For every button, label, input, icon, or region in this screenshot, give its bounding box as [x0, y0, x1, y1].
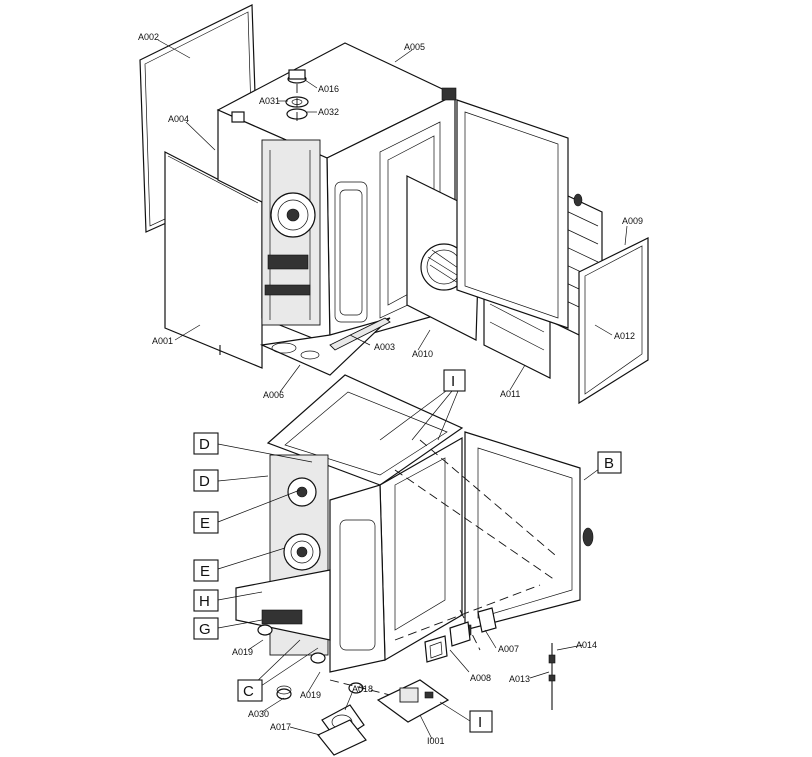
callout-d-1: D [193, 432, 219, 455]
svg-text:G: G [199, 621, 211, 638]
label-a001: A001 [152, 336, 173, 346]
label-a010: A010 [412, 349, 433, 359]
label-a009: A009 [622, 216, 643, 226]
base-tray-a006 [259, 317, 391, 376]
callout-g: G [193, 617, 219, 640]
board-i001 [376, 679, 450, 723]
callout-b: B [597, 451, 622, 474]
label-a019-left: A019 [232, 647, 253, 657]
callout-h: H [193, 589, 219, 612]
label-a016: A016 [318, 84, 339, 94]
label-a002: A002 [138, 32, 159, 42]
top-exploded-view [139, 4, 649, 405]
svg-text:D: D [199, 436, 210, 453]
svg-text:C: C [243, 683, 254, 700]
part-labels: A002 A004 A005 A016 A031 A032 A001 A003 … [138, 32, 643, 746]
svg-text:I: I [451, 373, 455, 390]
svg-text:D: D [199, 473, 210, 490]
label-a005: A005 [404, 42, 425, 52]
label-a008: A008 [470, 673, 491, 683]
label-a007: A007 [498, 644, 519, 654]
label-i001: I001 [427, 736, 445, 746]
callout-i-bottom: I [469, 710, 493, 733]
label-a006: A006 [263, 390, 284, 400]
label-a004: A004 [168, 114, 189, 124]
label-a012: A012 [614, 331, 635, 341]
label-a013: A013 [509, 674, 530, 684]
svg-text:E: E [200, 563, 210, 580]
label-a032: A032 [318, 107, 339, 117]
bottom-assembled-view [235, 374, 594, 756]
label-a011: A011 [500, 389, 520, 399]
callout-i-top: I [443, 369, 466, 392]
label-a018: A018 [352, 684, 373, 694]
label-a014: A014 [576, 640, 597, 650]
label-a017: A017 [270, 722, 291, 732]
door-top [456, 99, 569, 329]
callout-e-2: E [193, 559, 219, 582]
callout-c: C [237, 679, 263, 702]
callout-e-1: E [193, 511, 219, 534]
svg-text:E: E [200, 515, 210, 532]
cooling-fan-a017 [317, 704, 367, 756]
label-a031: A031 [259, 96, 280, 106]
callout-d-2: D [193, 469, 219, 492]
knob-a030 [276, 685, 292, 700]
svg-text:I: I [478, 714, 482, 731]
label-a003: A003 [374, 342, 395, 352]
detail-letter-boxes: I B D D E E H G [193, 369, 622, 733]
brackets-a007-a008 [424, 607, 497, 663]
door-gasket-a009 [578, 237, 649, 405]
label-a019-bottom: A019 [300, 690, 321, 700]
label-a030: A030 [248, 709, 269, 719]
svg-text:B: B [604, 455, 614, 472]
svg-text:H: H [199, 593, 210, 610]
core-probe-a013 [548, 643, 556, 710]
